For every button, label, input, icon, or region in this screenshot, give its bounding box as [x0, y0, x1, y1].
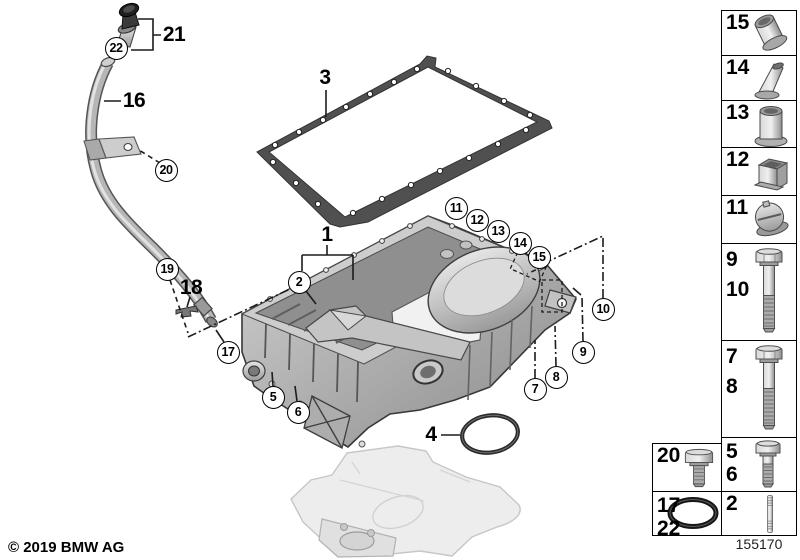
hex-bolt-short-icon	[755, 440, 781, 488]
part-cell-20[interactable]: 20	[653, 444, 721, 491]
callout-circle-12[interactable]: 12	[465, 208, 489, 232]
sealing-cap-icon	[755, 200, 789, 237]
parts-column-left: 20 17 22	[652, 443, 722, 540]
dipstick-assembly	[83, 2, 218, 328]
callout-circle-11[interactable]: 11	[444, 196, 468, 220]
callout-circle-6[interactable]: 6	[286, 400, 310, 424]
callout-label-3[interactable]: 3	[319, 66, 331, 89]
hex-bolt-long-icon	[755, 345, 783, 430]
guide-sleeve-angled-icon	[754, 14, 788, 51]
parts-column-right: 15 14 13 12	[721, 10, 797, 536]
stud-icon	[767, 494, 773, 534]
oil-pan	[240, 215, 577, 449]
part-number: 2	[726, 492, 738, 515]
callout-circle-22[interactable]: 22	[104, 36, 128, 60]
callout-label-21[interactable]: 21	[162, 23, 186, 46]
part-number: 11	[726, 196, 749, 219]
leader-lines	[104, 18, 604, 436]
lower-sump-ghost	[290, 445, 521, 558]
callout-circle-10[interactable]: 10	[591, 297, 615, 321]
part-number: 14	[726, 56, 750, 79]
part-number: 6	[726, 463, 738, 487]
part-cell-7-8[interactable]: 7 8	[722, 340, 796, 437]
guide-sleeve-wedge-icon	[754, 62, 784, 100]
part-cell-5-6[interactable]: 5 6	[722, 437, 796, 491]
callout-circle-17[interactable]: 17	[216, 340, 240, 364]
part-number: 20	[657, 444, 681, 467]
adapter-sleeve-icon	[753, 158, 789, 191]
part-number: 8	[726, 375, 738, 399]
part-number: 22	[657, 517, 681, 541]
callout-label-18[interactable]: 18	[179, 276, 203, 299]
o-ring-part4	[460, 413, 520, 455]
callout-circle-13[interactable]: 13	[486, 219, 510, 243]
callout-circle-5[interactable]: 5	[261, 385, 285, 409]
part-cell-11[interactable]: 11	[722, 195, 796, 243]
callout-circle-8[interactable]: 8	[544, 365, 568, 389]
part-number: 12	[726, 148, 750, 171]
callout-label-4[interactable]: 4	[425, 423, 437, 446]
part-cell-15[interactable]: 15	[722, 11, 796, 55]
part-cell-14[interactable]: 14	[722, 55, 796, 100]
part-number: 13	[726, 101, 750, 124]
oil-pump-dome	[427, 240, 541, 334]
callout-label-16[interactable]: 16	[122, 89, 146, 112]
dipstick-clip	[175, 305, 199, 318]
callout-label-1[interactable]: 1	[321, 223, 333, 246]
part-number: 5	[726, 440, 738, 463]
dipstick-tube	[85, 56, 218, 328]
o-ring-icon	[667, 497, 719, 529]
drain-plug-icon	[684, 448, 714, 488]
callout-circle-2[interactable]: 2	[287, 270, 311, 294]
part-cell-13[interactable]: 13	[722, 100, 796, 147]
guide-sleeve-straight-icon	[754, 106, 788, 147]
callout-circle-19[interactable]: 19	[155, 257, 179, 281]
part-number: 15	[726, 11, 750, 34]
copyright-notice: © 2019 BMW AG	[8, 539, 125, 556]
part-cell-12[interactable]: 12	[722, 147, 796, 195]
hex-bolt-long-icon	[755, 248, 783, 333]
part-number: 9	[726, 248, 738, 271]
dipstick-bracket	[83, 136, 142, 161]
callout-circle-15[interactable]: 15	[527, 245, 551, 269]
callout-circle-14[interactable]: 14	[508, 231, 532, 255]
part-cell-9-10[interactable]: 9 10	[722, 243, 796, 340]
part-cell-17-22[interactable]: 17 22	[653, 491, 721, 540]
callout-circle-20[interactable]: 20	[154, 158, 178, 182]
callout-circle-7[interactable]: 7	[523, 377, 547, 401]
part-number: 17	[657, 494, 681, 517]
part-number: 10	[726, 278, 750, 302]
diagram-number: 155170	[735, 536, 783, 552]
oil-pan-gasket	[256, 55, 553, 228]
part-cell-2[interactable]: 2	[722, 491, 796, 534]
callout-circle-9[interactable]: 9	[571, 340, 595, 364]
part-number: 7	[726, 345, 738, 368]
